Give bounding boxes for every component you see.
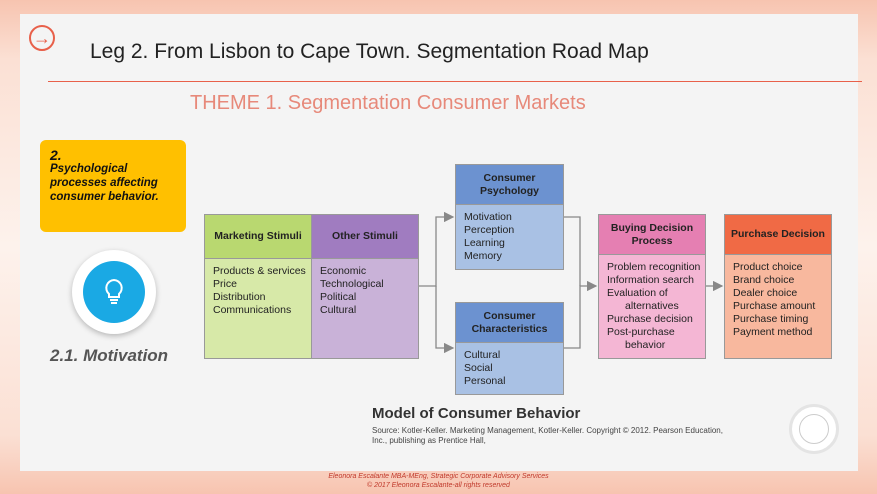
other-stimuli-title: Other Stimuli bbox=[312, 215, 418, 259]
footer-line-1: Eleonora Escalante MBA-MEng, Strategic C… bbox=[328, 473, 549, 480]
list-item: behavior bbox=[625, 339, 666, 351]
list-item: Technological bbox=[320, 278, 384, 290]
list-item: Post-purchase bbox=[607, 326, 675, 338]
buying-decision-title: Buying Decision Process bbox=[599, 215, 705, 255]
consumer-characteristics-box: Consumer Characteristics Cultural Social… bbox=[455, 302, 564, 395]
list-item: Dealer choice bbox=[733, 287, 798, 299]
list-item: Social bbox=[464, 362, 493, 374]
list-item: Cultural bbox=[464, 349, 501, 361]
list-item: Political bbox=[320, 291, 357, 303]
list-item: Payment method bbox=[733, 326, 813, 338]
list-item: Products & services bbox=[213, 265, 306, 277]
list-item: Purchase amount bbox=[733, 300, 816, 312]
list-item: Information search bbox=[607, 274, 694, 286]
logo-seal bbox=[789, 404, 839, 454]
header-divider bbox=[48, 81, 862, 82]
footer: Eleonora Escalante MBA-MEng, Strategic C… bbox=[0, 472, 877, 490]
list-item: Memory bbox=[464, 250, 502, 262]
footer-line-2: © 2017 Eleonora Escalante-all rights res… bbox=[367, 482, 510, 489]
circle-arrow-right-icon[interactable]: → bbox=[29, 25, 55, 51]
logo-seal-inner bbox=[799, 414, 829, 444]
list-item: Price bbox=[213, 278, 237, 290]
list-item: Purchase timing bbox=[733, 313, 809, 325]
list-item: Distribution bbox=[213, 291, 266, 303]
slide bbox=[20, 14, 858, 471]
purchase-decision-box: Purchase Decision Product choice Brand c… bbox=[724, 214, 832, 359]
list-item: Communications bbox=[213, 304, 292, 316]
section-number: 2. bbox=[50, 147, 62, 163]
slide-title: Leg 2. From Lisbon to Cape Town. Segment… bbox=[90, 40, 649, 63]
psychological-processes-box: 2. Psychological processes affecting con… bbox=[40, 140, 186, 232]
marketing-stimuli-title: Marketing Stimuli bbox=[205, 215, 311, 259]
list-item: Cultural bbox=[320, 304, 357, 316]
purchase-decision-title: Purchase Decision bbox=[725, 215, 831, 255]
list-item: Personal bbox=[464, 375, 506, 387]
list-item: Learning bbox=[464, 237, 505, 249]
list-item: Motivation bbox=[464, 211, 512, 223]
consumer-psychology-title: Consumer Psychology bbox=[456, 165, 563, 205]
section-text: Psychological processes affecting consum… bbox=[50, 163, 159, 203]
buying-decision-process-box: Buying Decision Process Problem recognit… bbox=[598, 214, 706, 359]
model-title: Model of Consumer Behavior bbox=[372, 405, 581, 422]
list-item: alternatives bbox=[625, 300, 679, 312]
marketing-stimuli-box: Marketing Stimuli Products & services Pr… bbox=[204, 214, 312, 359]
other-stimuli-box: Other Stimuli Economic Technological Pol… bbox=[311, 214, 419, 359]
source-text: Source: Kotler-Keller. Marketing Managem… bbox=[372, 426, 723, 445]
consumer-psychology-box: Consumer Psychology Motivation Perceptio… bbox=[455, 164, 564, 270]
consumer-characteristics-title: Consumer Characteristics bbox=[456, 303, 563, 343]
list-item: Brand choice bbox=[733, 274, 795, 286]
list-item: Economic bbox=[320, 265, 367, 277]
list-item: Purchase decision bbox=[607, 313, 693, 325]
list-item: Problem recognition bbox=[607, 261, 701, 273]
theme-title: THEME 1. Segmentation Consumer Markets bbox=[190, 92, 586, 114]
list-item: Perception bbox=[464, 224, 515, 236]
motivation-label: 2.1. Motivation bbox=[50, 346, 169, 365]
list-item: Product choice bbox=[733, 261, 803, 273]
lightbulb-button[interactable] bbox=[72, 250, 156, 334]
list-item: Evaluation of bbox=[607, 287, 668, 299]
lightbulb-icon bbox=[83, 261, 145, 323]
